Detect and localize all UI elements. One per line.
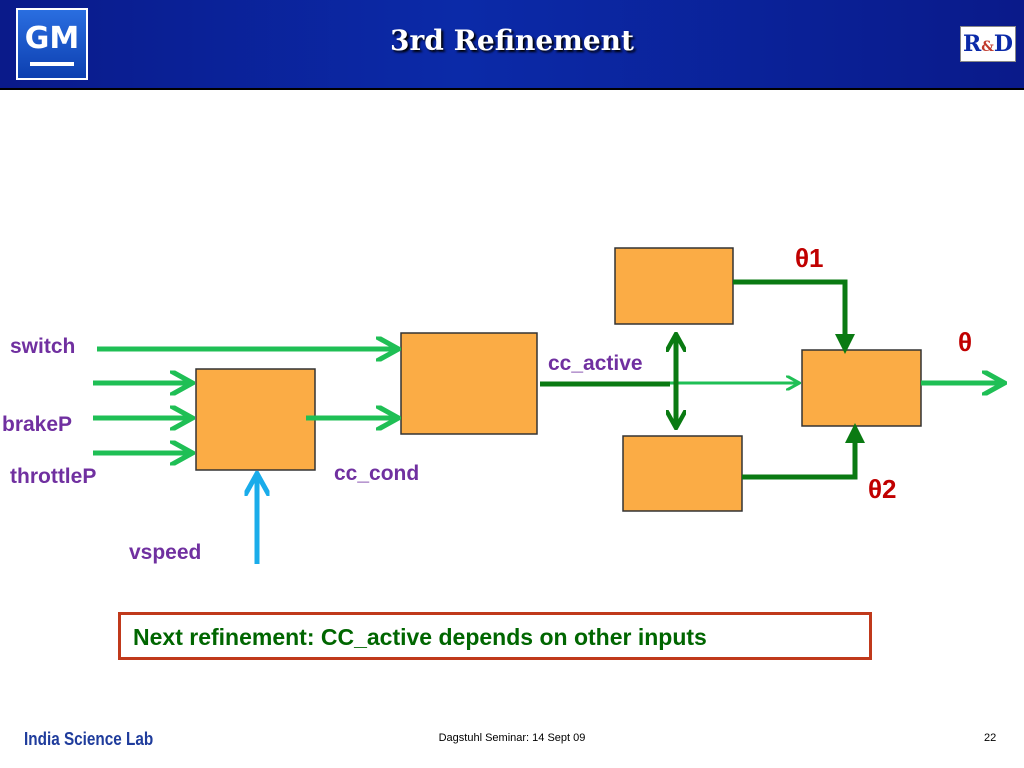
label-switch: switch: [10, 335, 76, 358]
active-block: [400, 332, 538, 435]
label-vspeed: vspeed: [129, 541, 202, 564]
footer-page-number: 22: [984, 732, 997, 744]
header-bar: GM 3rd Refinement R&D: [0, 0, 1024, 90]
label-theta2: θ2: [868, 474, 897, 504]
gm-logo: GM: [16, 8, 88, 80]
rd-logo: R&D: [960, 26, 1016, 62]
label-brakep: brakeP: [2, 413, 73, 436]
condition-block: [195, 368, 316, 471]
label-theta: θ: [958, 327, 973, 357]
footer-seminar: Dagstuhl Seminar: 14 Sept 09: [438, 732, 586, 744]
theta2-arrow: [742, 423, 865, 480]
refinement-note: Next refinement: CC_active depends on ot…: [118, 612, 872, 660]
slide-title: 3rd Refinement: [390, 24, 634, 57]
label-throttlep: throttleP: [10, 465, 97, 488]
theta1-block: [614, 247, 734, 325]
selector-block: [801, 349, 922, 427]
label-cc-cond: cc_cond: [334, 462, 420, 485]
theta2-block: [622, 435, 743, 512]
label-theta1: θ1: [795, 243, 824, 273]
footer-lab-name: India Science Lab: [24, 729, 154, 749]
label-cc-active: cc_active: [548, 352, 643, 375]
theta1-arrow: [733, 279, 855, 354]
